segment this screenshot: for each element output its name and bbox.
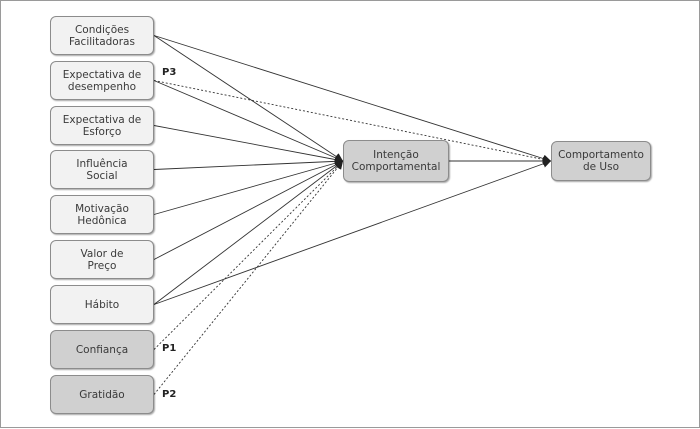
node-intencao-comportamental: Intenção Comportamental [343, 140, 449, 182]
edge-expectativa_desempenho-to-comportamento [153, 80, 552, 164]
edge-habito-to-comportamento [153, 159, 552, 305]
edge-gratidao-to-intencao [153, 160, 344, 395]
edge-motivacao-to-intencao [153, 159, 344, 215]
node-expectativa-esforco: Expectativa de Esforço [50, 106, 154, 145]
edge-influencia-to-intencao [153, 157, 344, 170]
node-habito: Hábito [50, 285, 154, 324]
edge-condicoes-to-intencao [153, 35, 344, 162]
edge-expectativa_esforco-to-intencao [153, 125, 344, 164]
node-expectativa-desempenho: Expectativa de desempenho [50, 61, 154, 100]
node-confianca: Confiança [50, 330, 154, 369]
node-gratidao: Gratidão [50, 375, 154, 414]
edge-confianca-to-intencao [153, 160, 344, 350]
edge-condicoes-to-comportamento [153, 35, 552, 163]
node-influencia-social: Influência Social [50, 150, 154, 189]
label-p2: P2 [162, 389, 177, 400]
edge-habito-to-intencao [153, 160, 344, 305]
node-condicoes-facilitadoras: Condições Facilitadoras [50, 16, 154, 55]
edge-valor-to-intencao [153, 160, 344, 260]
edge-expectativa_desempenho-to-intencao [153, 80, 344, 162]
label-p3: P3 [162, 67, 177, 78]
node-valor-de-preco: Valor de Preço [50, 240, 154, 279]
node-motivacao-hedonica: Motivação Hedônica [50, 195, 154, 234]
node-comportamento-de-uso: Comportamento de Uso [551, 141, 651, 181]
label-p1: P1 [162, 343, 177, 354]
